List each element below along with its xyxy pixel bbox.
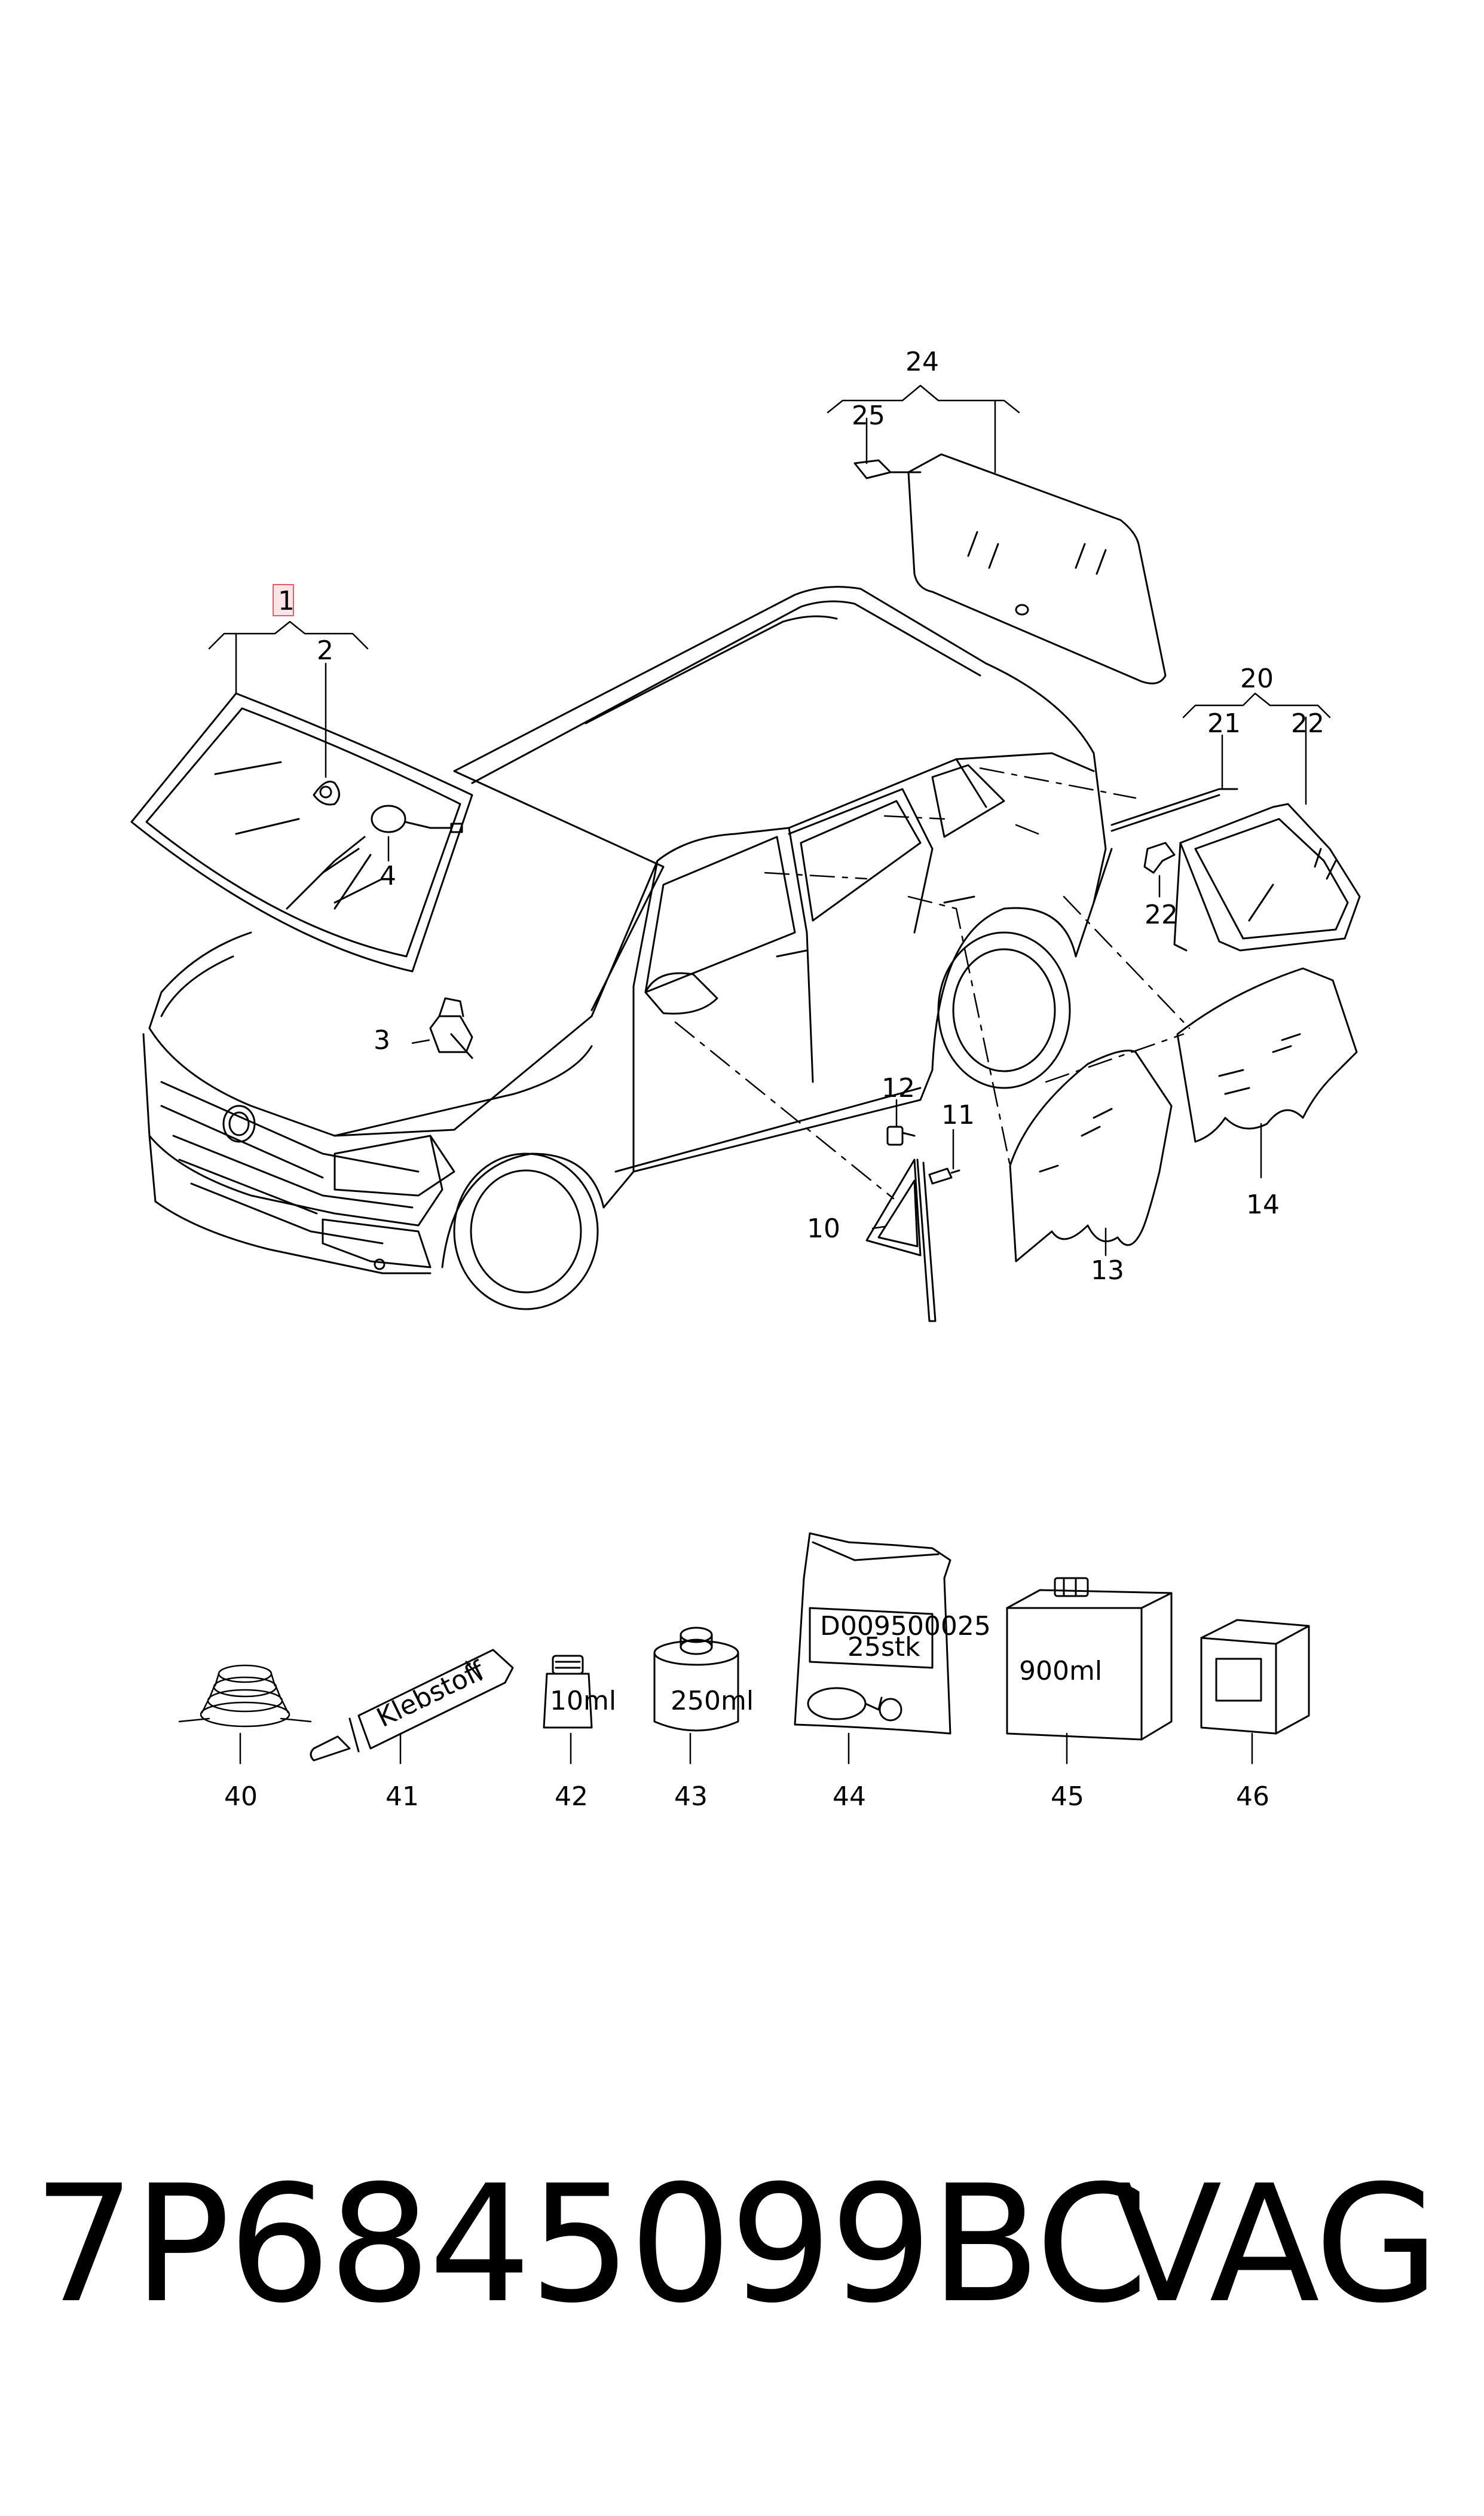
part-number: 7P6845099BC bbox=[33, 2150, 1148, 2338]
triangle-glass bbox=[865, 1158, 937, 1322]
callout-42: 42 bbox=[555, 1781, 588, 1812]
sensor-bracket bbox=[313, 781, 340, 806]
callout-11: 11 bbox=[941, 1100, 975, 1130]
rear-window-glass bbox=[907, 453, 1167, 684]
callout-24: 24 bbox=[905, 347, 939, 377]
callout-44: 44 bbox=[833, 1781, 866, 1812]
callout-43: 43 bbox=[674, 1781, 708, 1812]
callout-20: 20 bbox=[1240, 664, 1274, 694]
clip-22 bbox=[1143, 842, 1176, 874]
leader-lines bbox=[208, 384, 1331, 1765]
rain-sensor bbox=[371, 805, 463, 833]
callout-3: 3 bbox=[374, 1025, 390, 1056]
callout-21: 21 bbox=[1207, 708, 1241, 739]
tube-label: Klebstoff bbox=[372, 1655, 490, 1733]
bottle-label: 10ml bbox=[550, 1686, 616, 1716]
can-label: 250ml bbox=[671, 1686, 754, 1716]
callout-4: 4 bbox=[380, 861, 396, 891]
bag-label-line2: 25stk bbox=[847, 1632, 920, 1662]
callout-45: 45 bbox=[1051, 1781, 1084, 1812]
front-door-glass bbox=[1009, 1050, 1173, 1262]
quarter-window-glass bbox=[1179, 803, 1361, 952]
bag-label-line1: D009500025 bbox=[820, 1611, 991, 1641]
callout-10: 10 bbox=[807, 1213, 840, 1244]
callout-2: 2 bbox=[317, 635, 333, 666]
callout-46: 46 bbox=[1236, 1781, 1269, 1812]
callout-22-bottom: 22 bbox=[1145, 900, 1178, 930]
callout-13: 13 bbox=[1091, 1255, 1124, 1286]
windshield-glass bbox=[130, 692, 473, 973]
callout-25: 25 bbox=[852, 401, 885, 431]
adhesive-bead bbox=[178, 1664, 312, 1728]
car-body bbox=[142, 586, 1113, 1310]
spacer-block bbox=[1200, 1619, 1310, 1735]
callout-1-highlight bbox=[273, 584, 294, 616]
small-bottle: 10ml bbox=[543, 1655, 616, 1729]
callout-12: 12 bbox=[882, 1073, 915, 1103]
glue-tube: Klebstoff bbox=[310, 1649, 514, 1762]
box-label: 900ml bbox=[1019, 1656, 1102, 1686]
bolt-11 bbox=[928, 1167, 960, 1185]
cleaner-box: 900ml bbox=[1006, 1577, 1173, 1741]
callout-41: 41 bbox=[385, 1781, 419, 1812]
callout-labels: 1 2 3 4 10 11 12 13 14 20 21 22 22 24 25… bbox=[224, 347, 1324, 1812]
connector-lines bbox=[674, 767, 1191, 1200]
callout-1: 1 bbox=[278, 586, 295, 616]
primer-can: 250ml bbox=[653, 1627, 754, 1732]
callout-22-top: 22 bbox=[1291, 708, 1324, 739]
parts-bag: D009500025 25stk bbox=[794, 1532, 991, 1735]
callout-40: 40 bbox=[224, 1781, 258, 1812]
nut-12 bbox=[886, 1126, 916, 1146]
mirror-mount bbox=[429, 997, 473, 1059]
window-seal bbox=[1110, 788, 1238, 952]
rear-door-glass bbox=[1176, 967, 1358, 1143]
clip-25 bbox=[853, 459, 922, 479]
brand-label: VAG bbox=[1112, 2150, 1440, 2338]
callout-14: 14 bbox=[1246, 1190, 1280, 1220]
